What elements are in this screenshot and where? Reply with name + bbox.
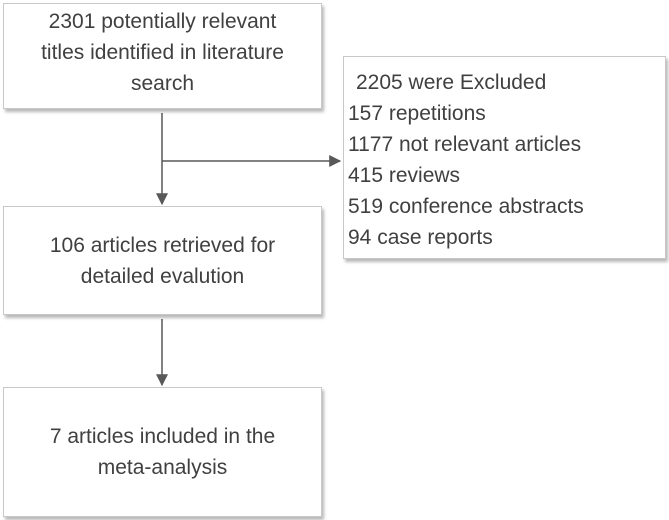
- identified-box: 2301 potentially relevant titles identif…: [3, 3, 322, 109]
- included-line-2: meta-analysis: [97, 456, 228, 479]
- retrieved-line-1: 106 articles retrieved for: [49, 233, 276, 257]
- excluded-item-repetitions: 157 repetitions: [348, 102, 486, 125]
- retrieved-line-2: detailed evalution: [80, 264, 245, 288]
- identified-line-3: search: [130, 72, 195, 95]
- excluded-item-conference-abstracts: 519 conference abstracts: [348, 195, 584, 218]
- excluded-item-not-relevant: 1177 not relevant articles: [348, 133, 582, 156]
- identified-line-1: 2301 potentially relevant: [48, 10, 277, 33]
- excluded-item-case-reports: 94 case reports: [348, 226, 493, 249]
- excluded-item-reviews: 415 reviews: [348, 164, 461, 187]
- excluded-box: 2205 were Excluded 157 repetitions 1177 …: [343, 56, 666, 259]
- identified-line-2: titles identified in literature: [41, 41, 284, 64]
- excluded-title: 2205 were Excluded: [356, 71, 547, 94]
- included-line-1: 7 articles included in the: [49, 425, 276, 448]
- included-box: 7 articles included in the meta-analysis: [3, 387, 322, 517]
- retrieved-box: 106 articles retrieved for detailed eval…: [3, 206, 322, 315]
